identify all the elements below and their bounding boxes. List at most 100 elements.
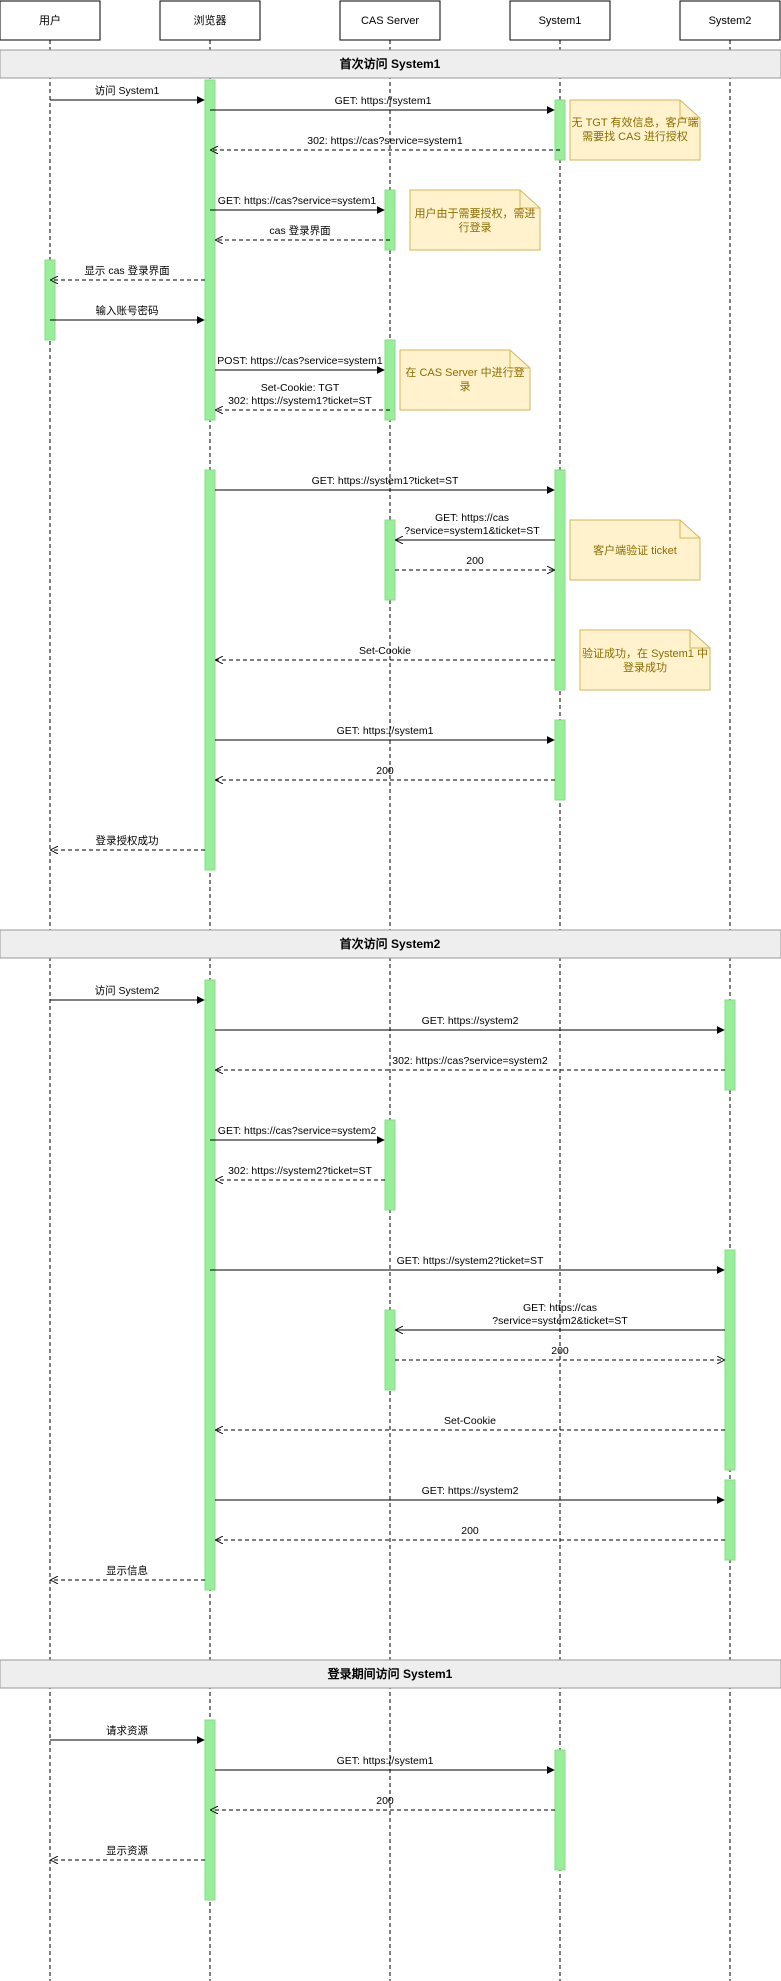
activation-browser-4 — [204, 1719, 216, 1901]
note-1-line-2: 需要找 CAS 进行授权 — [582, 129, 688, 143]
participant-sys1-label: System1 — [539, 15, 582, 27]
note-2-line-2: 行登录 — [459, 220, 492, 234]
note-5: 验证成功，在 System1 中 登录成功 — [579, 629, 711, 691]
message-30-label: GET: https://system1 — [337, 1755, 434, 1767]
message-32: 显示资源 — [51, 1844, 205, 1860]
message-9: Set-Cookie: TGT 302: https://system1?tic… — [216, 382, 390, 410]
message-22: GET: https://system2?ticket=ST — [210, 1255, 725, 1274]
message-13: Set-Cookie — [216, 645, 555, 660]
section-3: 登录期间访问 System1 — [0, 1659, 781, 1689]
activation-cas-4 — [384, 1119, 396, 1211]
message-17: 访问 System2 — [50, 984, 205, 1004]
message-29-label: 请求资源 — [106, 1724, 148, 1737]
notes: 无 TGT 有效信息，客户端 需要找 CAS 进行授权 用户由于需要授权，需进 … — [399, 99, 711, 691]
message-16: 登录授权成功 — [51, 834, 205, 850]
message-9-label-line-2: 302: https://system1?ticket=ST — [228, 395, 372, 407]
note-2: 用户由于需要授权，需进 行登录 — [409, 189, 541, 251]
message-12-label: 200 — [466, 555, 484, 567]
participant-browser-label: 浏览器 — [194, 13, 227, 27]
message-4: GET: https://cas?service=system1 — [210, 195, 385, 214]
section-2: 首次访问 System2 — [0, 929, 781, 959]
message-23-label-line-1: GET: https://cas — [523, 1302, 597, 1314]
message-20-label: GET: https://cas?service=system2 — [218, 1125, 377, 1137]
message-2: GET: https://system1 — [210, 95, 555, 114]
message-31-label: 200 — [376, 1795, 394, 1807]
note-4: 客户端验证 ticket — [569, 519, 701, 581]
note-3-line-2: 录 — [460, 380, 471, 393]
message-31: 200 — [211, 1795, 555, 1810]
message-17-label: 访问 System2 — [95, 984, 160, 997]
message-7: 输入账号密码 — [50, 304, 205, 324]
note-3: 在 CAS Server 中进行登 录 — [399, 349, 531, 411]
note-4-line-1: 客户端验证 ticket — [593, 543, 677, 557]
message-27-label: 200 — [461, 1525, 479, 1537]
activation-cas-5 — [384, 1309, 396, 1391]
message-2-label: GET: https://system1 — [335, 95, 432, 107]
activation-sys1-3 — [554, 719, 566, 801]
message-24-label: 200 — [551, 1345, 569, 1357]
activation-sys2-3 — [724, 1479, 736, 1561]
message-26-label: GET: https://system2 — [422, 1485, 519, 1497]
message-29: 请求资源 — [50, 1724, 205, 1744]
activation-user-1 — [44, 259, 56, 341]
message-8: POST: https://cas?service=system1 — [215, 355, 385, 374]
activation-cas-3 — [384, 519, 396, 601]
message-11-label-line-1: GET: https://cas — [435, 512, 509, 524]
message-11-label-line-2: ?service=system1&ticket=ST — [404, 525, 540, 537]
activations — [44, 79, 736, 1901]
activation-sys1-4 — [554, 1749, 566, 1871]
activation-cas-1 — [384, 189, 396, 251]
participant-browser: 浏览器 — [159, 0, 261, 41]
section-1-title: 首次访问 System1 — [340, 56, 441, 71]
message-5: cas 登录界面 — [216, 224, 390, 240]
message-14-label: GET: https://system1 — [337, 725, 434, 737]
message-8-label: POST: https://cas?service=system1 — [217, 355, 383, 367]
message-24: 200 — [395, 1345, 724, 1360]
activation-browser-3 — [204, 979, 216, 1591]
participant-sys1: System1 — [509, 0, 611, 41]
message-5-label: cas 登录界面 — [269, 224, 330, 237]
message-1: 访问 System1 — [50, 84, 205, 104]
participants: 用户 浏览器 CAS Server System1 System2 — [0, 0, 781, 41]
message-12: 200 — [395, 555, 554, 570]
message-9-label-line-1: Set-Cookie: TGT — [261, 382, 340, 394]
message-18-label: GET: https://system2 — [422, 1015, 519, 1027]
message-26: GET: https://system2 — [215, 1485, 725, 1504]
note-2-line-1: 用户由于需要授权，需进 — [415, 206, 536, 220]
participant-sys2-label: System2 — [709, 15, 752, 27]
message-32-label: 显示资源 — [106, 1844, 148, 1857]
message-20: GET: https://cas?service=system2 — [210, 1125, 385, 1144]
message-6-label: 显示 cas 登录界面 — [84, 264, 169, 277]
message-19-label: 302: https://cas?service=system2 — [392, 1055, 548, 1067]
activation-sys1-2 — [554, 469, 566, 691]
note-5-line-1: 验证成功，在 System1 中 — [582, 646, 708, 660]
message-6: 显示 cas 登录界面 — [51, 264, 205, 280]
activation-sys2-2 — [724, 1249, 736, 1471]
note-1: 无 TGT 有效信息，客户端 需要找 CAS 进行授权 — [569, 99, 701, 161]
activation-cas-2 — [384, 339, 396, 421]
message-10: GET: https://system1?ticket=ST — [215, 475, 555, 494]
lifelines — [49, 40, 731, 1981]
message-18: GET: https://system2 — [215, 1015, 725, 1034]
message-27: 200 — [216, 1525, 725, 1540]
message-10-label: GET: https://system1?ticket=ST — [312, 475, 459, 487]
message-25-label: Set-Cookie — [444, 1415, 496, 1427]
message-21: 302: https://system2?ticket=ST — [216, 1165, 385, 1180]
section-2-title: 首次访问 System2 — [340, 936, 441, 951]
message-28-label: 显示信息 — [106, 1564, 148, 1577]
message-15-label: 200 — [376, 765, 394, 777]
message-22-label: GET: https://system2?ticket=ST — [397, 1255, 544, 1267]
message-21-label: 302: https://system2?ticket=ST — [228, 1165, 372, 1177]
message-30: GET: https://system1 — [215, 1755, 555, 1774]
note-1-line-1: 无 TGT 有效信息，客户端 — [572, 115, 699, 129]
note-3-line-1: 在 CAS Server 中进行登 — [405, 365, 524, 379]
section-1: 首次访问 System1 — [0, 49, 781, 79]
message-7-label: 输入账号密码 — [96, 304, 159, 317]
message-11: GET: https://cas ?service=system1&ticket… — [396, 512, 555, 540]
participant-cas: CAS Server — [339, 0, 441, 41]
message-23-label-line-2: ?service=system2&ticket=ST — [492, 1315, 628, 1327]
messages: 访问 System1 GET: https://system1 302: htt… — [50, 84, 725, 1860]
message-16-label: 登录授权成功 — [96, 834, 159, 847]
message-23: GET: https://cas ?service=system2&ticket… — [396, 1302, 725, 1330]
